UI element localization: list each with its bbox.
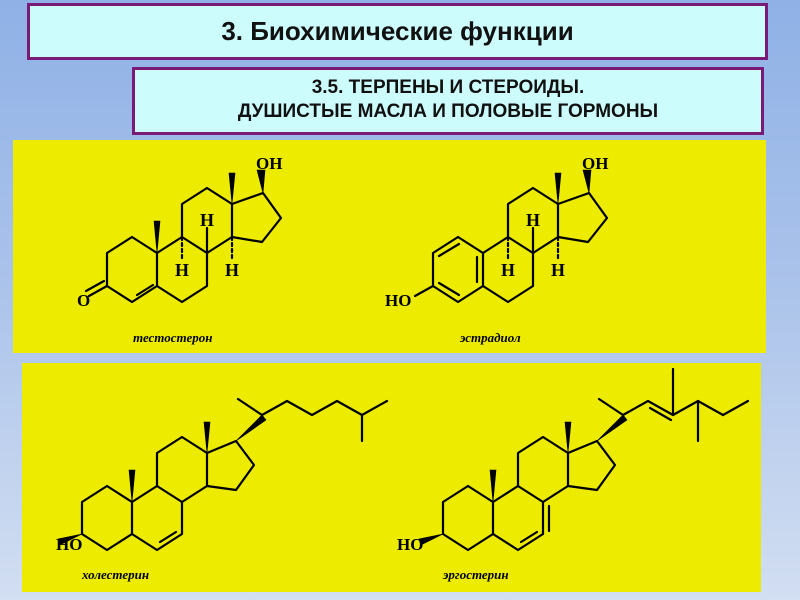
testosterone-ring-a: [105, 235, 159, 304]
hormones-structures: OH O H H H тестостерон HO: [77, 154, 608, 345]
estradiol-ring-a: [431, 235, 485, 304]
ergosterol-ring-d: [566, 439, 617, 492]
testosterone-o-label: O: [77, 291, 90, 310]
cholesterol-ring-a: [80, 484, 134, 552]
cholesterol-c18-methyl: [203, 421, 211, 454]
cholesterol-side-chain: [260, 399, 389, 417]
estradiol-oh-label: OH: [582, 154, 608, 173]
ergosterol-c22-c23-double: [648, 406, 673, 422]
cholesterol-structure: HO холестерин: [56, 397, 389, 582]
estradiol-ring-d: [556, 191, 609, 244]
testosterone-h14-label: H: [225, 260, 239, 280]
cholesterol-c20-wedge: [235, 414, 267, 442]
ergosterol-c19-methyl: [489, 469, 497, 503]
ergosterol-name: эргостерин: [442, 567, 509, 582]
testosterone-name: тестостерон: [133, 330, 212, 345]
testosterone-oh-wedge: [256, 169, 266, 194]
estradiol-structure: HO OH H H H эстрадиол: [385, 154, 608, 345]
estradiol-h14-label: H: [551, 260, 565, 280]
testosterone-oh-label: OH: [256, 154, 282, 173]
testosterone-c18-methyl: [228, 172, 236, 205]
cholesterol-c5-c6-double: [158, 530, 178, 544]
cholesterol-c19-methyl: [128, 469, 136, 503]
page-title: 3. Биохимические функции: [221, 16, 574, 46]
estradiol-aromatic-1: [437, 242, 461, 258]
estradiol-ho-bond: [413, 284, 435, 298]
testosterone-ring-b: [155, 235, 209, 304]
subtitle-line-2: ДУШИСТЫЕ МАСЛА И ПОЛОВЫЕ ГОРМОНЫ: [237, 101, 659, 122]
subtitle-box: 3.5. ТЕРПЕНЫ И СТЕРОИДЫ. ДУШИСТЫЕ МАСЛА …: [132, 67, 764, 135]
cholesterol-ring-c: [155, 435, 209, 504]
ergosterol-ho-label: HO: [397, 535, 423, 554]
testosterone-ring-c: [180, 186, 234, 255]
cholesterol-ho-label: HO: [56, 535, 82, 554]
testosterone-carbonyl-bond-2: [84, 279, 106, 293]
estradiol-c18-methyl: [554, 172, 562, 205]
testosterone-c19-methyl: [153, 220, 161, 254]
ergosterol-ring-c: [516, 435, 570, 504]
estradiol-oh-wedge: [582, 169, 592, 194]
subtitle-line-1: 3.5. ТЕРПЕНЫ И СТЕРОИДЫ.: [311, 77, 585, 98]
testosterone-ring-d: [230, 191, 283, 244]
cholesterol-c21-methyl: [236, 397, 264, 417]
sterols-structures: HO холестерин HO: [56, 367, 750, 582]
testosterone-structure: OH O H H H тестостерон: [77, 154, 282, 345]
cholesterol-ring-d: [205, 439, 256, 492]
testosterone-h8-label: H: [200, 210, 214, 230]
cholesterol-ho-wedge: [57, 533, 83, 546]
cholesterol-ring-b: [130, 484, 184, 552]
hormones-panel: OH O H H H тестостерон HO: [13, 140, 766, 353]
estradiol-ring-c: [506, 186, 560, 255]
testosterone-carbonyl-bond: [87, 284, 109, 298]
title-box: 3. Биохимические функции: [27, 3, 768, 60]
testosterone-c4-c5-double: [135, 283, 155, 297]
ergosterol-c20-wedge: [596, 414, 628, 442]
estradiol-aromatic-2: [437, 281, 461, 297]
cholesterol-name: холестерин: [81, 567, 149, 582]
estradiol-h9-label: H: [501, 260, 515, 280]
estradiol-name: эстрадиол: [459, 330, 521, 345]
ergosterol-c18-methyl: [564, 421, 572, 454]
estradiol-ring-b: [481, 235, 535, 304]
ergosterol-ho-wedge: [418, 533, 444, 546]
ergosterol-ring-a: [441, 484, 495, 552]
ergosterol-ring-b: [491, 484, 545, 552]
estradiol-h8-label: H: [526, 210, 540, 230]
ergosterol-c21-methyl: [597, 397, 625, 417]
sterols-panel: HO холестерин HO: [22, 363, 761, 592]
ergosterol-c5-c6-double: [519, 530, 539, 544]
ergosterol-terminal-1: [721, 399, 750, 417]
ergosterol-structure: HO эргостерин: [397, 367, 750, 582]
estradiol-ho-label: HO: [385, 291, 411, 310]
testosterone-h9-label: H: [175, 260, 189, 280]
